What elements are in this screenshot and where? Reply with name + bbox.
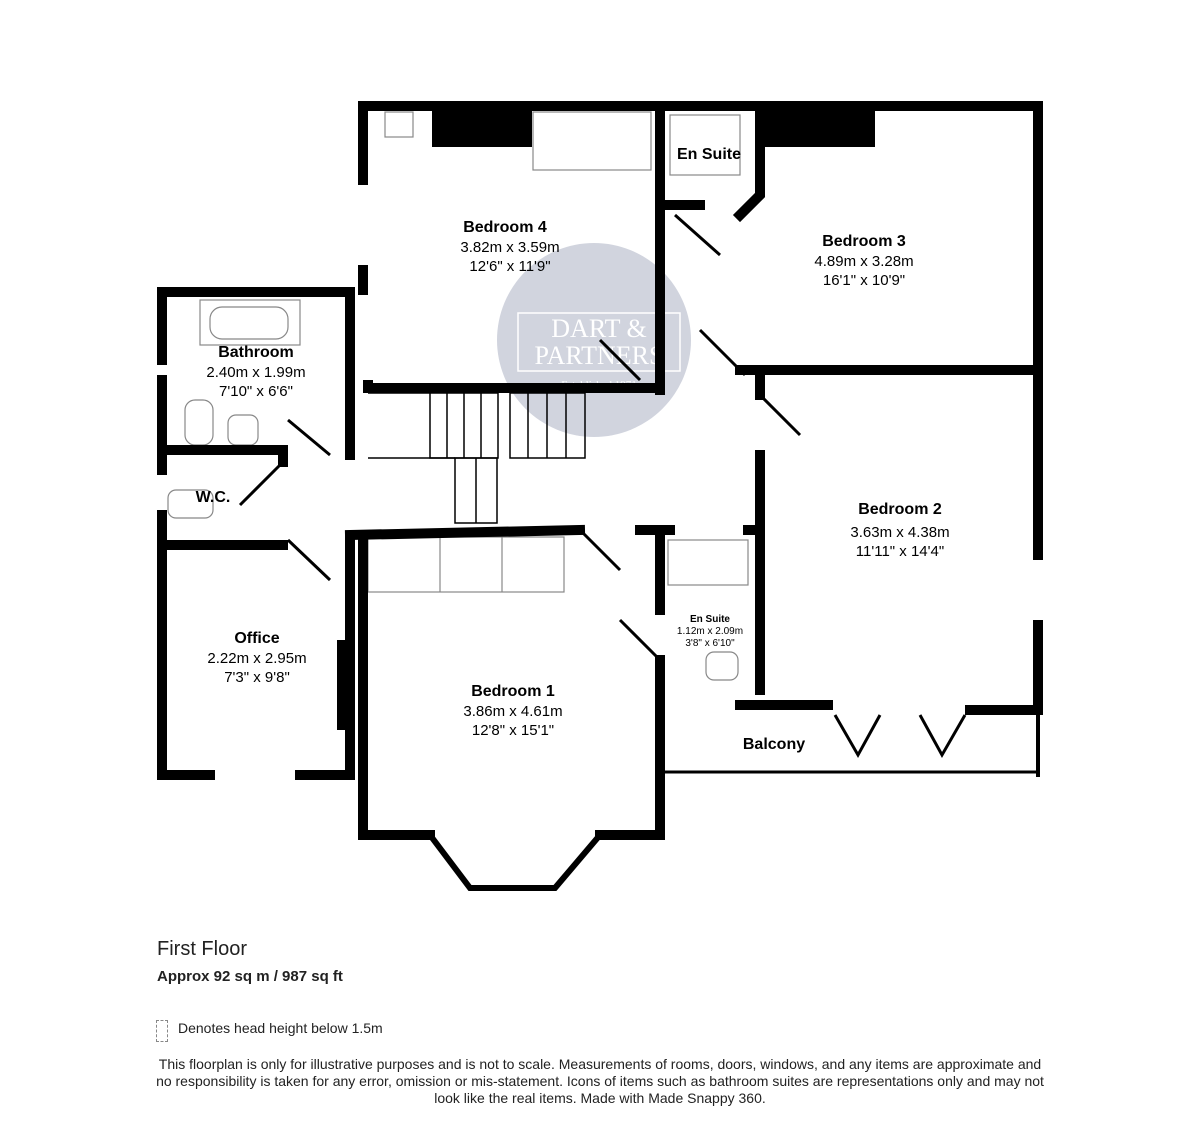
head-height-legend-icon <box>156 1020 168 1042</box>
office-metric: 2.22m x 2.95m <box>207 650 306 667</box>
watermark-line2: PARTNERS <box>535 341 664 370</box>
bedroom3-name: Bedroom 3 <box>822 233 906 250</box>
bathroom-name: Bathroom <box>218 344 294 361</box>
disclaimer: This floorplan is only for illustrative … <box>156 1056 1044 1106</box>
bedroom3-imperial: 16'1" x 10'9" <box>823 272 905 289</box>
watermark-line1: DART & <box>551 314 646 343</box>
bedroom4-metric: 3.82m x 3.59m <box>460 239 559 256</box>
fixtures <box>167 111 749 681</box>
bathroom-metric: 2.40m x 1.99m <box>206 364 305 381</box>
ensuite-small-metric: 1.12m x 2.09m <box>677 626 743 637</box>
office-name: Office <box>234 630 279 647</box>
floor-plan: DART & PARTNERS Established 1971 <box>157 101 1043 891</box>
floor-title: First Floor <box>157 938 247 960</box>
ensuite-small-name: En Suite <box>690 614 730 625</box>
ensuite-top-name: En Suite <box>677 146 741 163</box>
bathroom-imperial: 7'10" x 6'6" <box>219 383 293 400</box>
office-imperial: 7'3" x 9'8" <box>224 669 290 686</box>
bedroom3-metric: 4.89m x 3.28m <box>814 253 913 270</box>
wc-name: W.C. <box>196 489 231 506</box>
bedroom1-name: Bedroom 1 <box>471 683 555 700</box>
balcony-name: Balcony <box>743 736 805 753</box>
ensuite-small-imperial: 3'8" x 6'10" <box>685 638 735 649</box>
bedroom2-imperial: 11'11" x 14'4" <box>856 543 944 560</box>
bedroom4-name: Bedroom 4 <box>463 219 547 236</box>
bedroom1-imperial: 12'8" x 15'1" <box>472 722 554 739</box>
floor-area: Approx 92 sq m / 987 sq ft <box>157 968 343 985</box>
doors <box>238 213 967 759</box>
head-height-legend: Denotes head height below 1.5m <box>178 1020 383 1036</box>
room-labels: Bedroom 4 3.82m x 3.59m 12'6" x 11'9" En… <box>196 146 950 753</box>
bedroom1-metric: 3.86m x 4.61m <box>463 703 562 720</box>
walls <box>157 101 1043 891</box>
bedroom2-metric: 3.63m x 4.38m <box>850 524 949 541</box>
bedroom4-imperial: 12'6" x 11'9" <box>469 258 550 275</box>
bedroom2-name: Bedroom 2 <box>858 501 942 518</box>
